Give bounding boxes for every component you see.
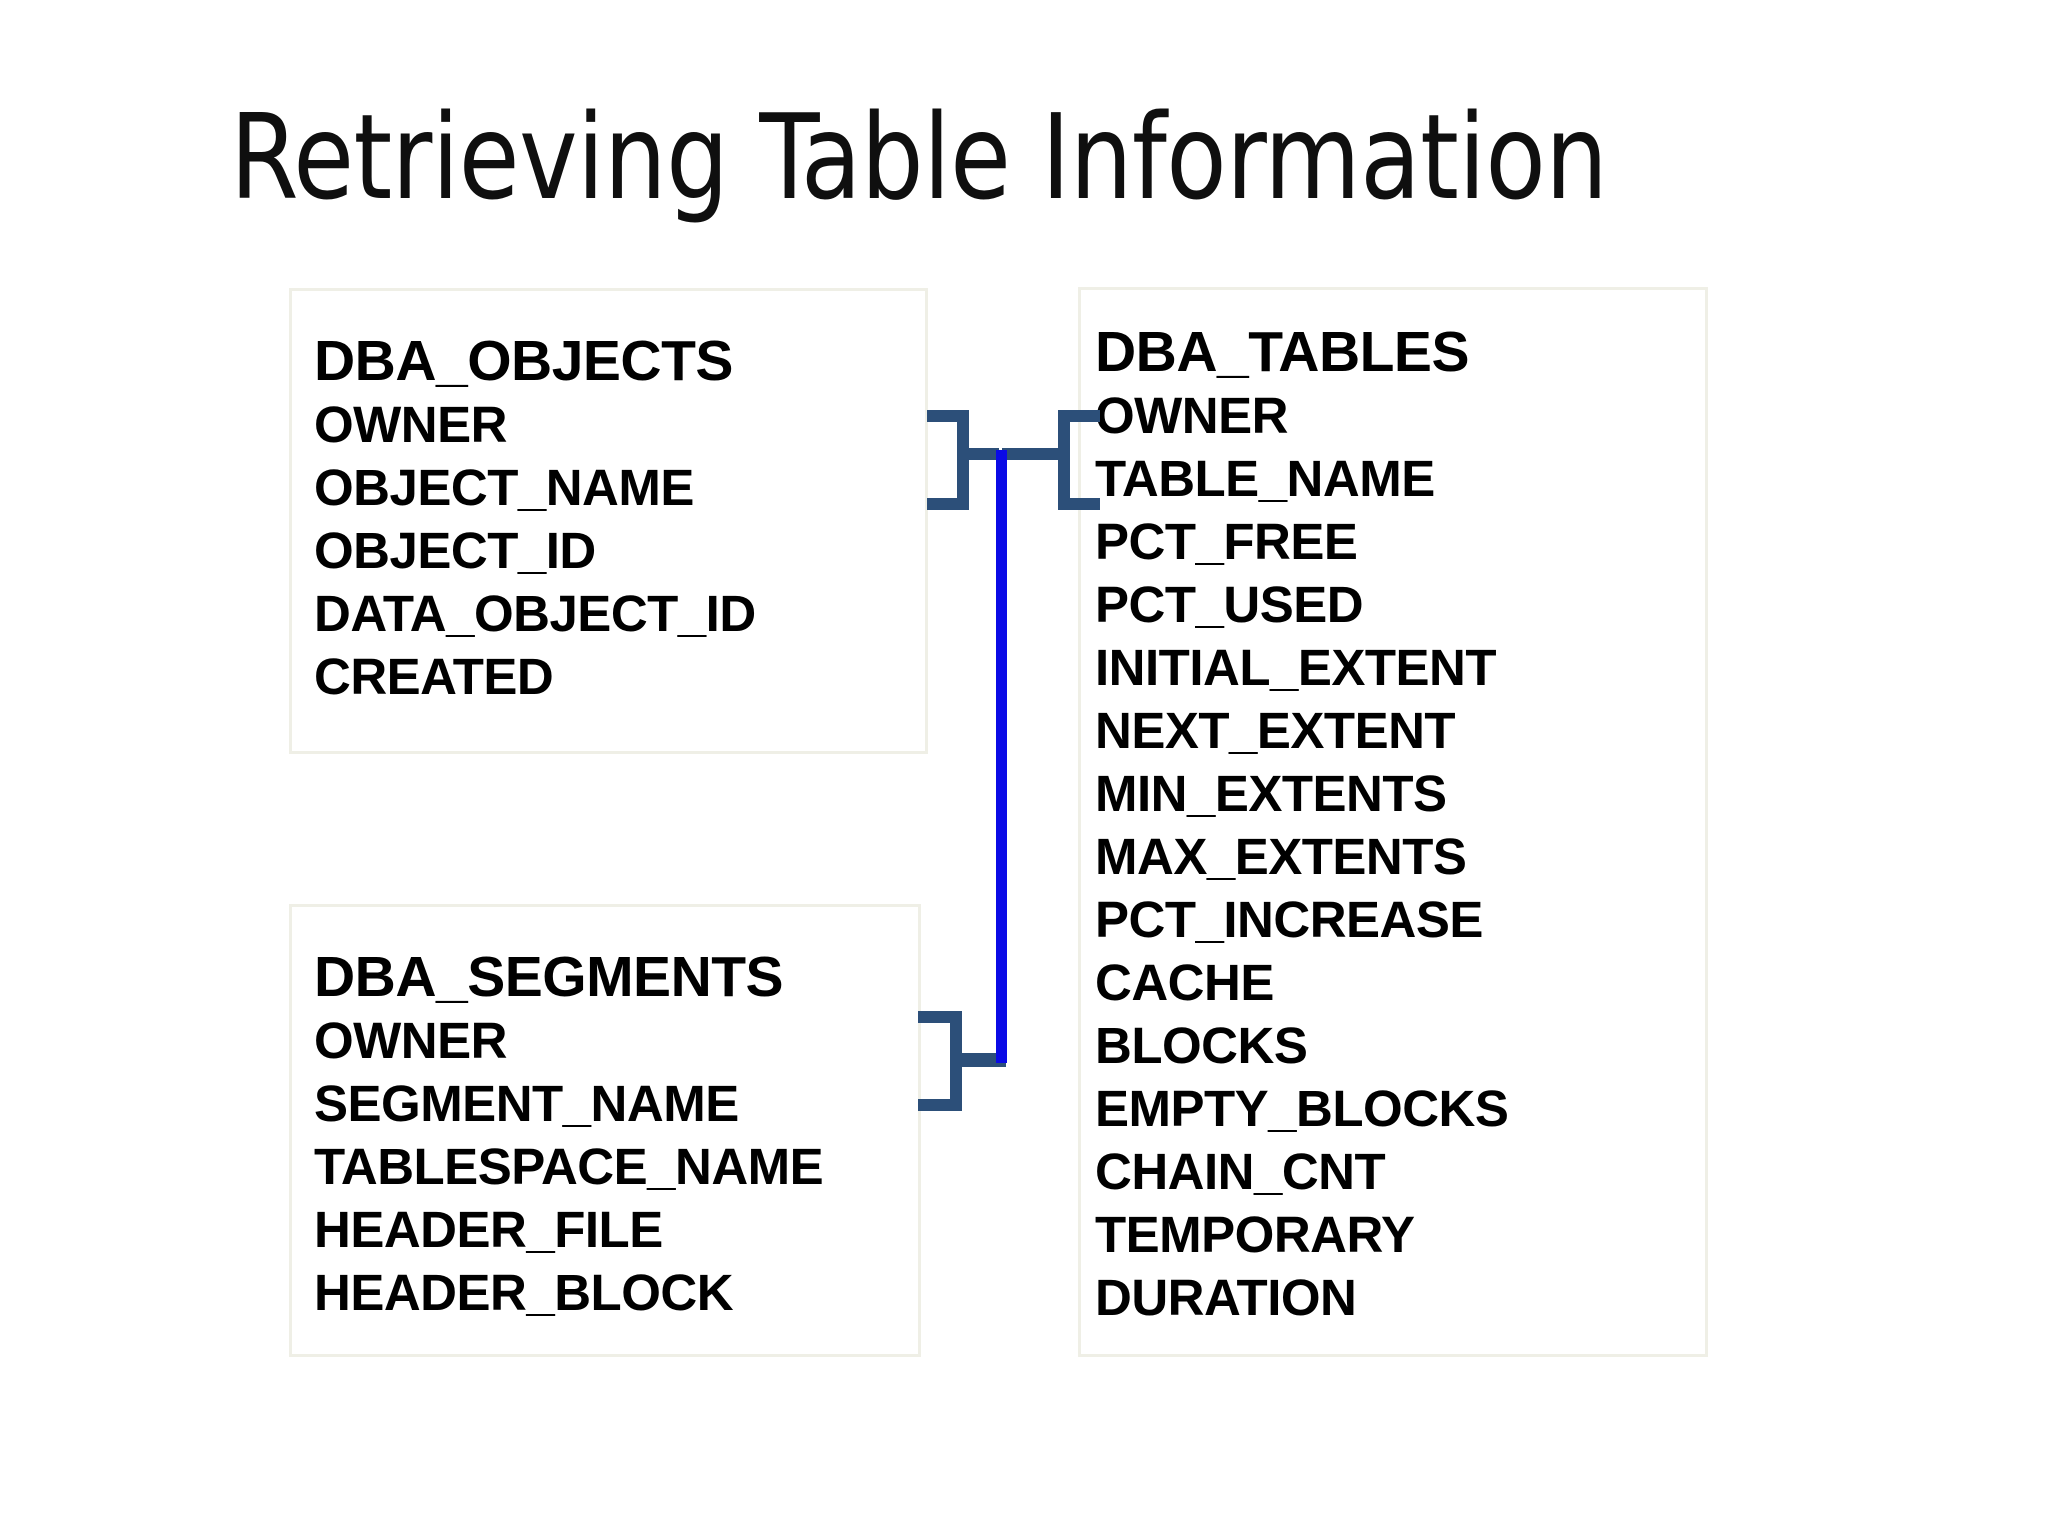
entity-title-dba-segments: DBA_SEGMENTS [314, 945, 784, 1009]
column-row: OBJECT_NAME [314, 459, 694, 516]
column-row: CACHE [1095, 954, 1274, 1011]
entity-title-dba-objects: DBA_OBJECTS [314, 329, 733, 393]
column-row: MIN_EXTENTS [1095, 765, 1447, 822]
connector-bracket-segment [1058, 410, 1070, 510]
column-row: PCT_USED [1095, 576, 1364, 633]
column-row: BLOCKS [1095, 1017, 1308, 1074]
connector-bracket-segment [1058, 498, 1100, 510]
column-row: INITIAL_EXTENT [1095, 639, 1497, 696]
entity-content: DBA_OBJECTS OWNER OBJECT_NAME OBJECT_ID … [314, 329, 917, 708]
entity-title-dba-tables: DBA_TABLES [1095, 320, 1469, 384]
column-row: SEGMENT_NAME [314, 1075, 739, 1132]
entity-box-dba-objects[interactable]: DBA_OBJECTS OWNER OBJECT_NAME OBJECT_ID … [289, 288, 928, 754]
column-row: EMPTY_BLOCKS [1095, 1080, 1509, 1137]
connector-bracket-segment [918, 1099, 962, 1111]
column-row: TABLE_NAME [1095, 450, 1435, 507]
column-row: TEMPORARY [1095, 1206, 1415, 1263]
column-row: CREATED [314, 648, 554, 705]
column-row: DURATION [1095, 1269, 1357, 1326]
column-row: NEXT_EXTENT [1095, 702, 1456, 759]
column-row: PCT_FREE [1095, 513, 1358, 570]
entity-box-dba-tables[interactable]: DBA_TABLES OWNER TABLE_NAME PCT_FREE PCT… [1078, 287, 1708, 1357]
column-row: HEADER_BLOCK [314, 1264, 734, 1321]
column-row: HEADER_FILE [314, 1201, 663, 1258]
entity-content: DBA_SEGMENTS OWNER SEGMENT_NAME TABLESPA… [314, 945, 910, 1324]
column-row: OWNER [314, 1012, 507, 1069]
column-row: OWNER [314, 396, 507, 453]
connector-bracket-segment [927, 498, 969, 510]
column-row: DATA_OBJECT_ID [314, 585, 756, 642]
connector-bracket-segment [950, 1053, 1006, 1067]
column-row: OWNER [1095, 387, 1288, 444]
column-row: PCT_INCREASE [1095, 891, 1483, 948]
page-title: Retrieving Table Information [230, 88, 1608, 226]
connector-bracket-segment [1002, 448, 1060, 460]
column-row: MAX_EXTENTS [1095, 828, 1467, 885]
entity-content: DBA_TABLES OWNER TABLE_NAME PCT_FREE PCT… [1095, 320, 1697, 1329]
column-row: CHAIN_CNT [1095, 1143, 1386, 1200]
column-row: OBJECT_ID [314, 522, 596, 579]
column-row: TABLESPACE_NAME [314, 1138, 824, 1195]
connector-bracket-segment [957, 410, 969, 510]
connector-bracket-segment [957, 448, 999, 460]
connector-trunk-line [996, 450, 1007, 1063]
entity-box-dba-segments[interactable]: DBA_SEGMENTS OWNER SEGMENT_NAME TABLESPA… [289, 904, 921, 1357]
